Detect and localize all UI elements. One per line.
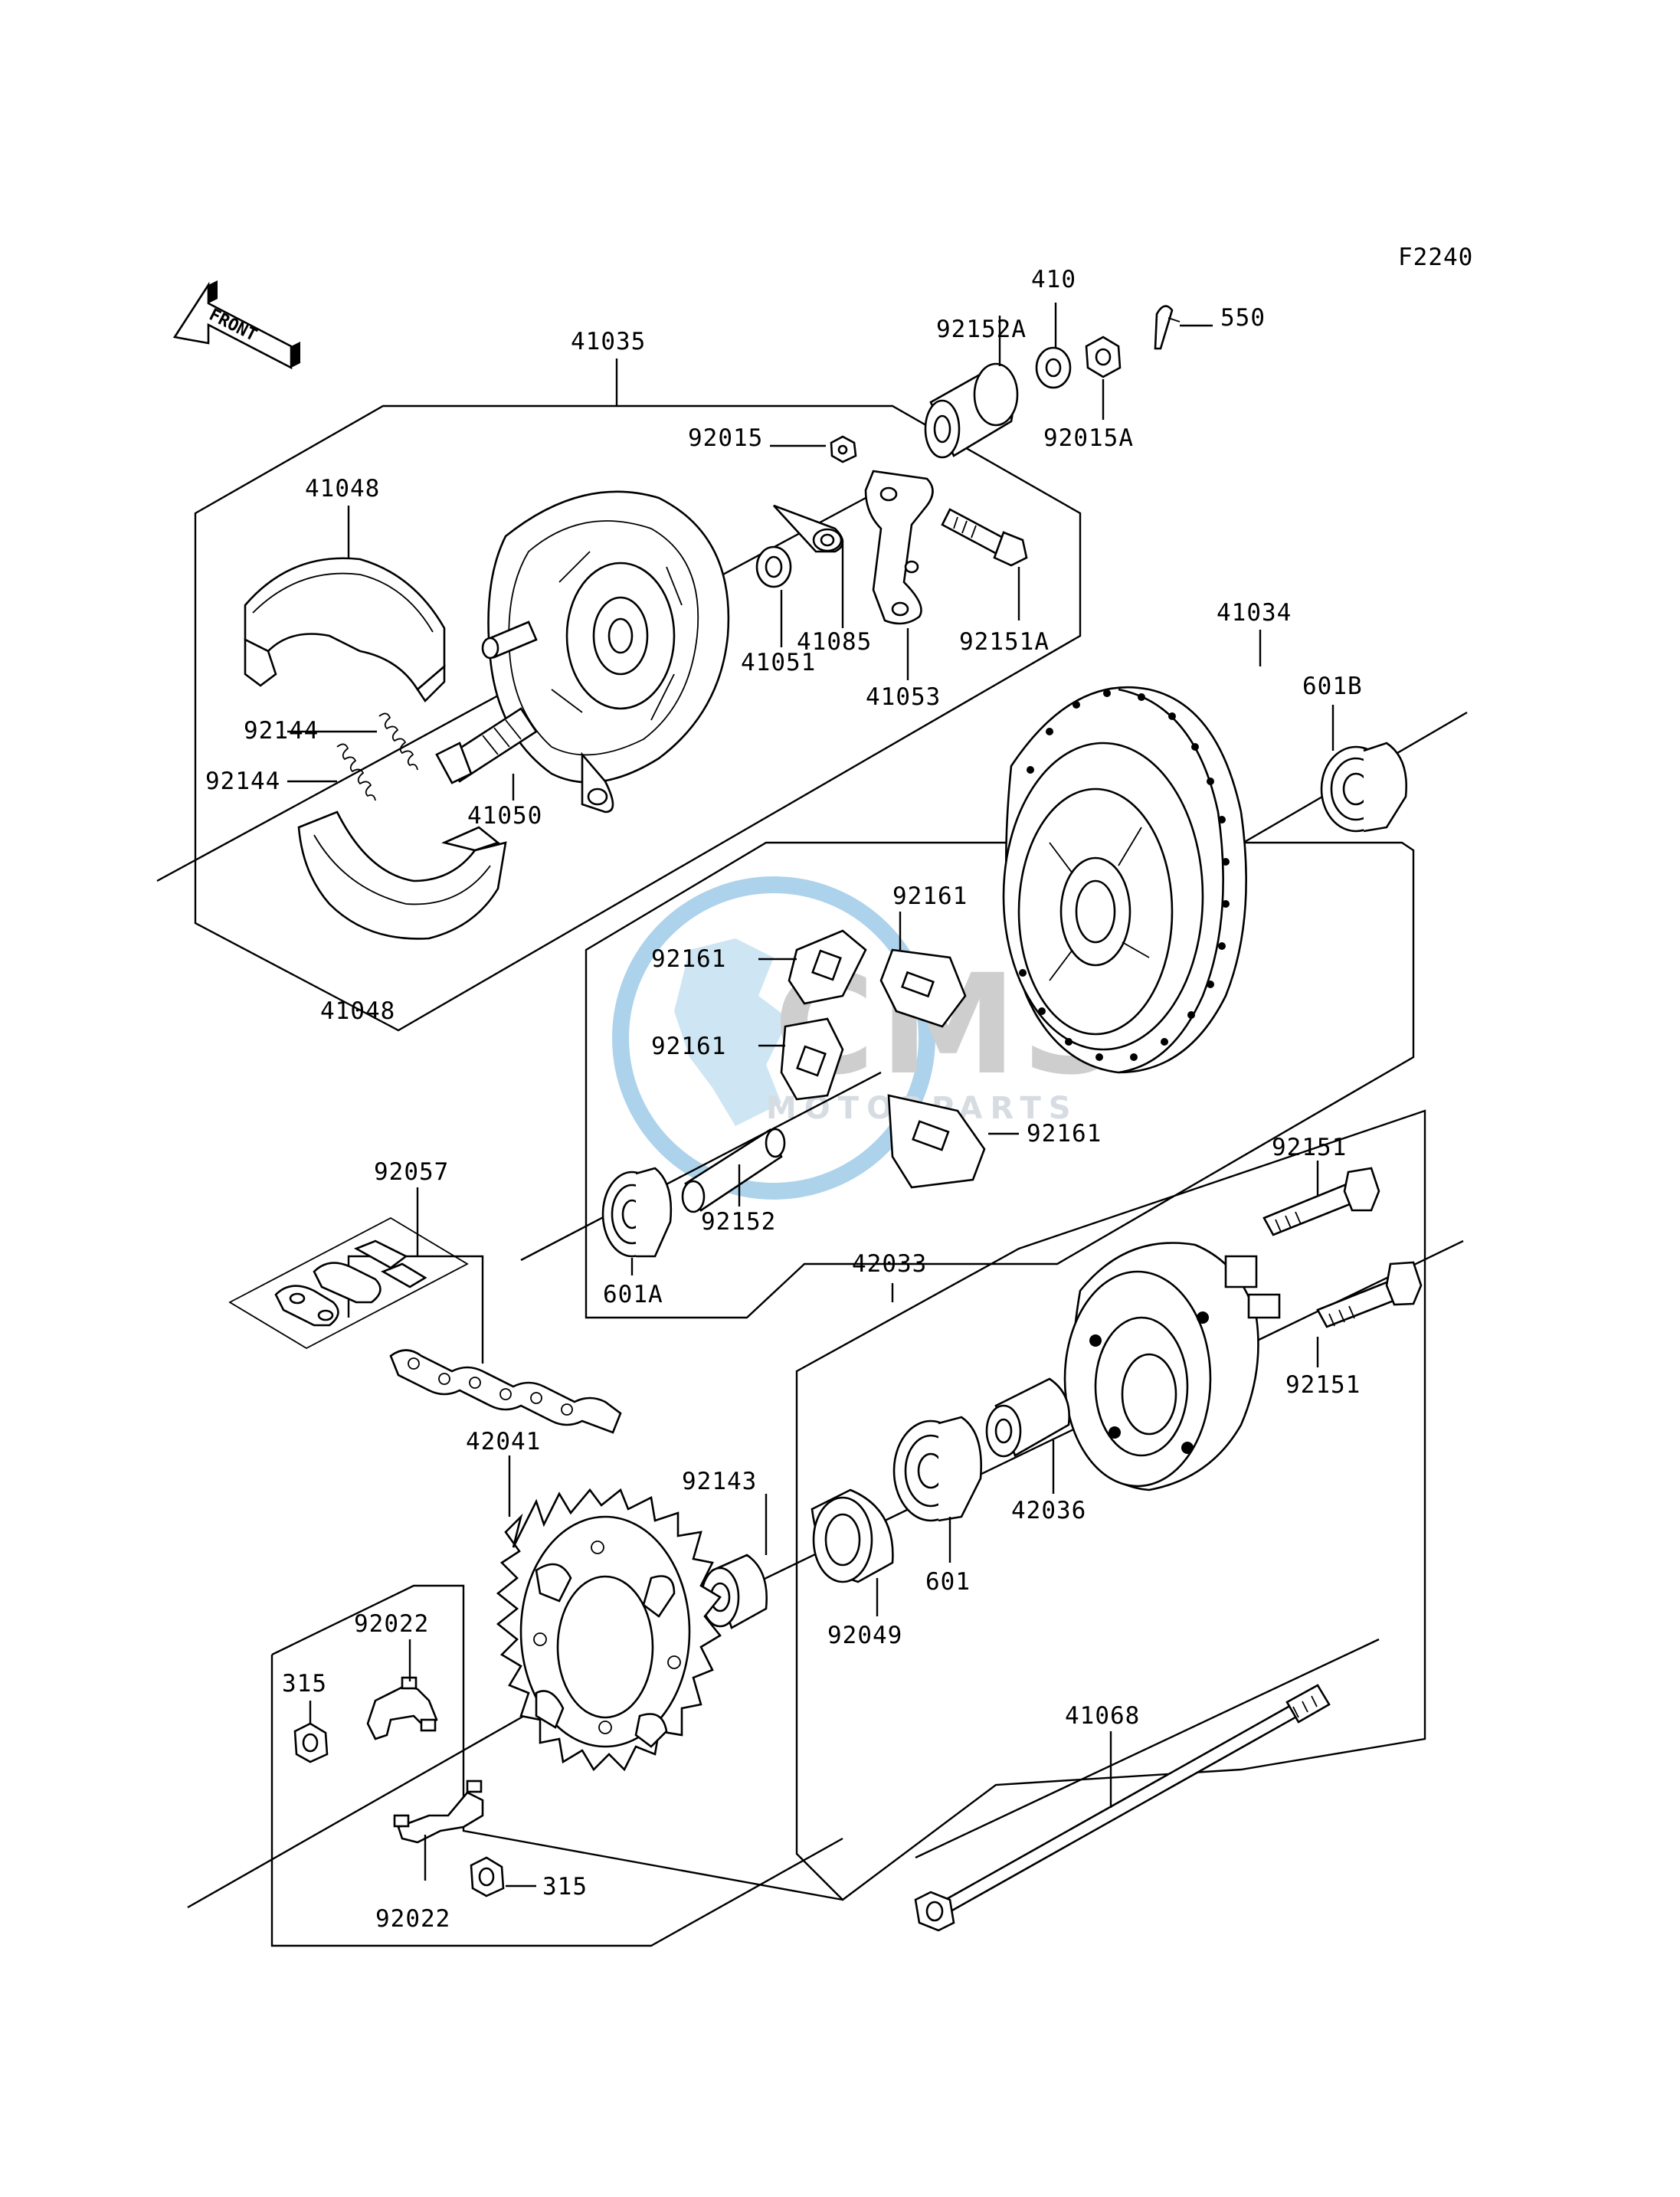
label-41085: 41085 — [797, 628, 872, 656]
oil-seal-92049 — [811, 1488, 894, 1583]
washer-410 — [1035, 346, 1072, 389]
label-410: 410 — [1031, 266, 1076, 293]
label-92152: 92152 — [701, 1208, 776, 1236]
nut-92015A — [1085, 336, 1122, 378]
label-550: 550 — [1220, 304, 1266, 332]
label-92161-right: 92161 — [1027, 1120, 1102, 1148]
rear-axle — [914, 1684, 1331, 1932]
group-outline-bottom — [270, 1655, 843, 1947]
damper-rubber-4 — [887, 1094, 986, 1189]
label-92161-left2: 92161 — [651, 1033, 726, 1060]
group-outline-sprocket — [271, 1584, 843, 1901]
label-601A: 601A — [603, 1281, 663, 1308]
label-42041: 42041 — [466, 1428, 541, 1455]
cam-shaft — [435, 707, 538, 784]
bolt-92151A — [941, 508, 1028, 567]
label-41050: 41050 — [467, 802, 542, 830]
label-41051: 41051 — [741, 649, 816, 676]
label-41048-top: 41048 — [305, 475, 380, 503]
cotter-pin-550 — [1154, 305, 1181, 350]
bolt-92151-bottom — [1316, 1261, 1423, 1328]
watermark-continent — [674, 938, 789, 1126]
label-601: 601 — [925, 1568, 971, 1596]
cam-lever — [864, 470, 934, 625]
lock-plate-92022-bottom — [393, 1780, 484, 1844]
figure-code: F2240 — [1398, 244, 1473, 271]
nut-315-right — [470, 1856, 505, 1897]
label-42036: 42036 — [1011, 1497, 1086, 1524]
label-41035: 41035 — [571, 328, 646, 355]
group-outline-41035 — [194, 404, 1082, 1032]
label-92144-b: 92144 — [205, 768, 280, 795]
label-41053: 41053 — [866, 683, 941, 711]
label-92015: 92015 — [688, 424, 763, 452]
label-92143: 92143 — [682, 1468, 757, 1495]
label-92022-bottom: 92022 — [375, 1905, 450, 1933]
label-41034: 41034 — [1217, 599, 1292, 627]
bearing-601 — [892, 1416, 982, 1522]
damper-rubber-3 — [780, 1017, 844, 1101]
nut-92015 — [830, 435, 857, 463]
hub-spoke-holes — [1019, 689, 1230, 1061]
label-92144-a: 92144 — [244, 717, 319, 745]
label-92151A: 92151A — [959, 628, 1050, 656]
collar-42036 — [985, 1377, 1070, 1458]
brake-panel — [487, 490, 730, 814]
bearing-601A — [601, 1167, 673, 1258]
nut-315-left — [293, 1722, 329, 1763]
front-label: FRONT — [206, 306, 260, 345]
bolt-92151-top — [1262, 1167, 1380, 1236]
label-92161-left1: 92161 — [651, 945, 726, 973]
washer-41051 — [755, 545, 792, 588]
damper-rubber-2 — [879, 948, 967, 1028]
rear-sprocket — [496, 1488, 722, 1772]
chain-connecting-link — [228, 1216, 469, 1350]
lock-plate-92022-top — [366, 1676, 438, 1740]
label-92152A: 92152A — [936, 316, 1027, 343]
drive-chain — [389, 1349, 622, 1434]
wheel-hub — [1002, 686, 1247, 1074]
sleeve-92152 — [681, 1128, 786, 1213]
front-arrow-icon: FRONT — [172, 280, 300, 370]
label-92057: 92057 — [374, 1158, 449, 1186]
label-315-left: 315 — [282, 1670, 327, 1698]
spring-upper — [378, 712, 418, 771]
label-601B: 601B — [1302, 673, 1363, 700]
label-92015A: 92015A — [1043, 424, 1134, 452]
label-41048-bottom: 41048 — [320, 997, 395, 1025]
collar-92152A — [924, 362, 1019, 459]
brake-panel-pin — [481, 620, 538, 660]
group-outline-42033 — [795, 1109, 1426, 1901]
leader-lines — [287, 303, 1335, 1888]
label-315-right: 315 — [542, 1873, 588, 1901]
plate-41085 — [773, 504, 844, 553]
label-92151-bottom: 92151 — [1285, 1371, 1361, 1399]
label-41068: 41068 — [1065, 1702, 1140, 1730]
label-42033: 42033 — [852, 1250, 927, 1278]
label-92151-top: 92151 — [1272, 1134, 1347, 1161]
label-92049: 92049 — [827, 1622, 902, 1649]
brake-shoe-upper — [244, 557, 446, 703]
bearing-601B — [1320, 742, 1407, 833]
part-labels: 41035 92152A 410 550 92015 92015A 41048 … — [205, 266, 1363, 1933]
sprocket-coupling — [1063, 1242, 1281, 1491]
brake-shoe-lower — [297, 810, 507, 940]
axle-line-bolt — [915, 1638, 1380, 1859]
damper-rubber-1 — [788, 929, 867, 1005]
watermark-globe — [612, 876, 935, 1200]
label-92022-top: 92022 — [354, 1610, 429, 1638]
spring-lower — [336, 743, 376, 801]
label-92161-top: 92161 — [892, 882, 968, 910]
